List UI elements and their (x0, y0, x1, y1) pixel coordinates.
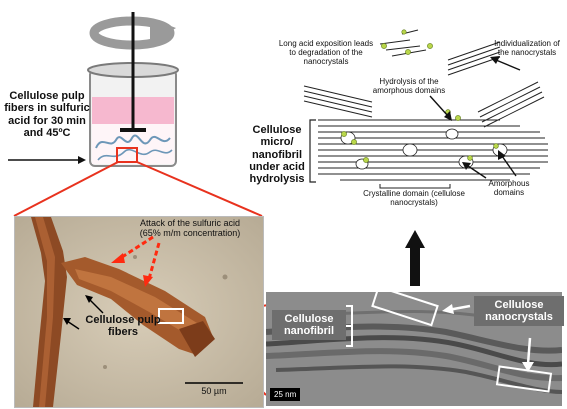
nanocrystals-label: Cellulose nanocrystals (474, 296, 564, 327)
crystalline-label: Crystalline domain (cellulose nanocrysta… (363, 189, 465, 207)
process-arrow (8, 156, 86, 164)
micro-scale-label: 50 µm (201, 386, 227, 396)
micrograph-image (15, 217, 263, 407)
degradation-label: Long acid exposition leads to degradatio… (278, 39, 374, 66)
stirrer-icon (120, 12, 146, 132)
main-label: Cellulose micro/ nanofibril under acid h… (249, 124, 305, 186)
amorphous-label: Amorphous domains (488, 179, 530, 197)
nanofibril-label: Cellulose nanofibril (272, 310, 346, 341)
process-label: Cellulose pulp fibers in sulfuric acid f… (4, 90, 90, 139)
micrograph-panel (14, 216, 264, 408)
individualization-label: Individualization of the nanocrystals (494, 39, 560, 57)
tem-scale-label: 25 nm (270, 388, 301, 401)
attack-label: Attack of the sulfuric acid (65% m/m con… (139, 218, 241, 239)
hydrolysis-label: Hydrolysis of the amorphous domains (372, 77, 446, 95)
fibers-label: Cellulose pulp fibers (85, 314, 161, 339)
